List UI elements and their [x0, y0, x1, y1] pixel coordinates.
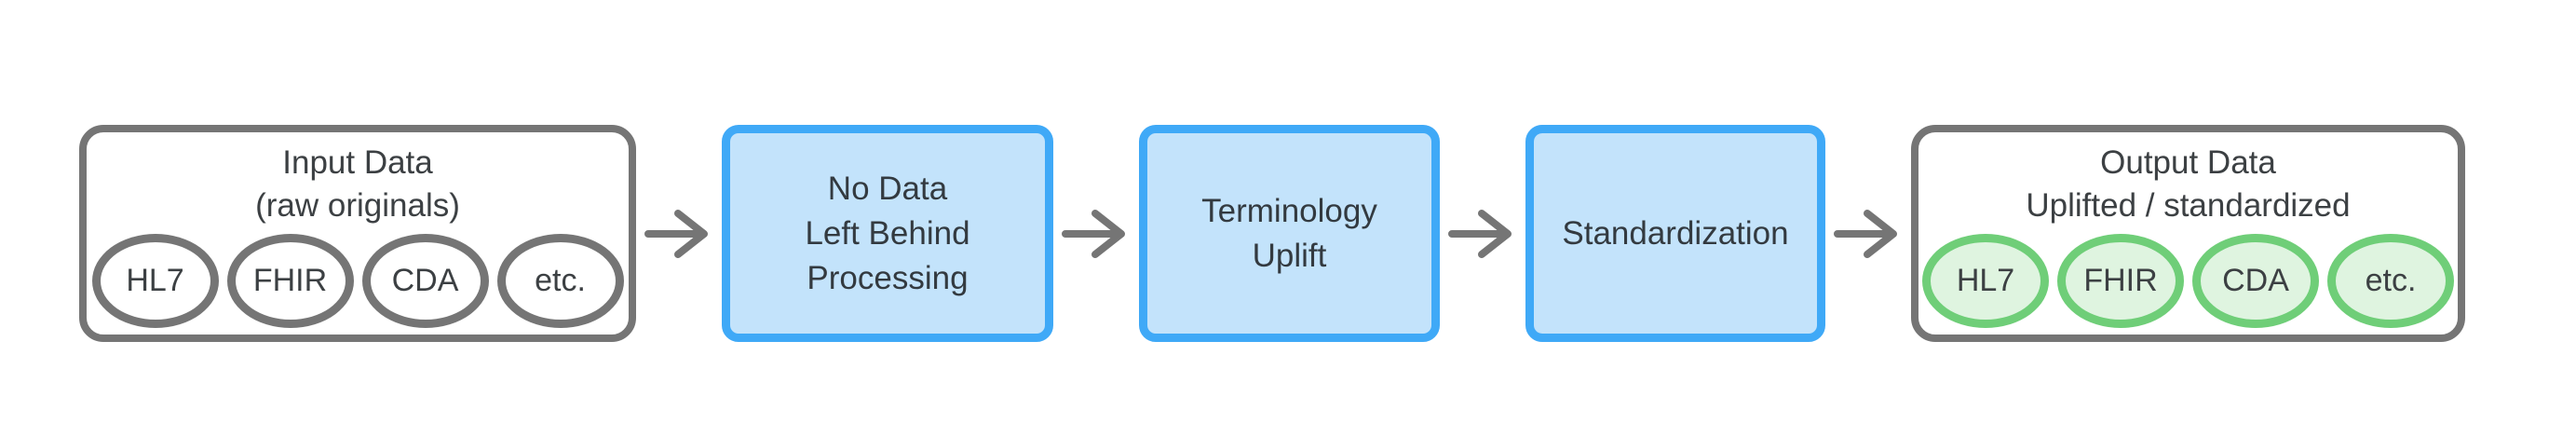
arrow-right-icon — [1448, 209, 1512, 258]
stage-box-no-data-left-behind: No Data Left Behind Processing — [722, 125, 1053, 342]
input-ellipse-hl7: HL7 — [91, 234, 219, 328]
flow-arrow-1 — [636, 125, 722, 342]
input-ellipse-etc-label: etc. — [535, 263, 586, 298]
output-ellipse-hl7: HL7 — [1922, 234, 2049, 328]
output-ellipse-hl7-label: HL7 — [1956, 263, 2015, 298]
output-ellipse-cda-label: CDA — [2222, 263, 2289, 298]
stage-label-line: Left Behind — [805, 214, 970, 252]
stage-label-line: No Data — [827, 170, 948, 207]
input-ellipse-hl7-label: HL7 — [126, 263, 184, 298]
input-ellipse-fhir: FHIR — [226, 234, 354, 328]
flow-row: Input Data (raw originals) HL7 FHIR CDA … — [79, 125, 2465, 342]
output-data-subtitle: Uplifted / standardized — [2026, 187, 2351, 224]
arrow-right-icon — [644, 209, 708, 258]
stage-label-line: Terminology — [1201, 192, 1377, 229]
stage-box-standardization: Standardization — [1525, 125, 1825, 342]
output-data-title: Output Data — [2100, 144, 2276, 181]
input-ellipse-etc: etc. — [496, 234, 624, 328]
input-data-title: Input Data — [282, 144, 433, 181]
flow-arrow-2 — [1053, 125, 1139, 342]
output-ellipse-fhir: FHIR — [2057, 234, 2184, 328]
output-ellipse-fhir-label: FHIR — [2083, 263, 2158, 298]
input-data-subtitle: (raw originals) — [255, 187, 460, 224]
output-data-title-block: Output Data Uplifted / standardized — [2026, 142, 2350, 227]
stage-label-line: Standardization — [1562, 214, 1789, 252]
input-ellipse-cda: CDA — [361, 234, 489, 328]
input-ellipse-fhir-label: FHIR — [252, 263, 328, 298]
input-data-title-block: Input Data (raw originals) — [255, 142, 460, 227]
flow-arrow-4 — [1825, 125, 1911, 342]
input-ellipse-cda-label: CDA — [391, 263, 459, 298]
stage-label-line: Processing — [807, 259, 969, 296]
arrow-right-icon — [1062, 209, 1125, 258]
output-ellipse-etc-label: etc. — [2365, 263, 2417, 298]
output-data-box: Output Data Uplifted / standardized HL7 … — [1911, 125, 2465, 342]
input-data-box: Input Data (raw originals) HL7 FHIR CDA … — [79, 125, 636, 342]
output-ellipse-cda: CDA — [2192, 234, 2319, 328]
output-format-row: HL7 FHIR CDA etc. — [1922, 234, 2454, 328]
stage-label-line: Uplift — [1252, 237, 1327, 274]
input-format-row: HL7 FHIR CDA etc. — [91, 234, 624, 328]
arrow-right-icon — [1834, 209, 1897, 258]
output-ellipse-etc: etc. — [2327, 234, 2454, 328]
flow-arrow-3 — [1440, 125, 1525, 342]
stage-box-terminology-uplift: Terminology Uplift — [1139, 125, 1440, 342]
